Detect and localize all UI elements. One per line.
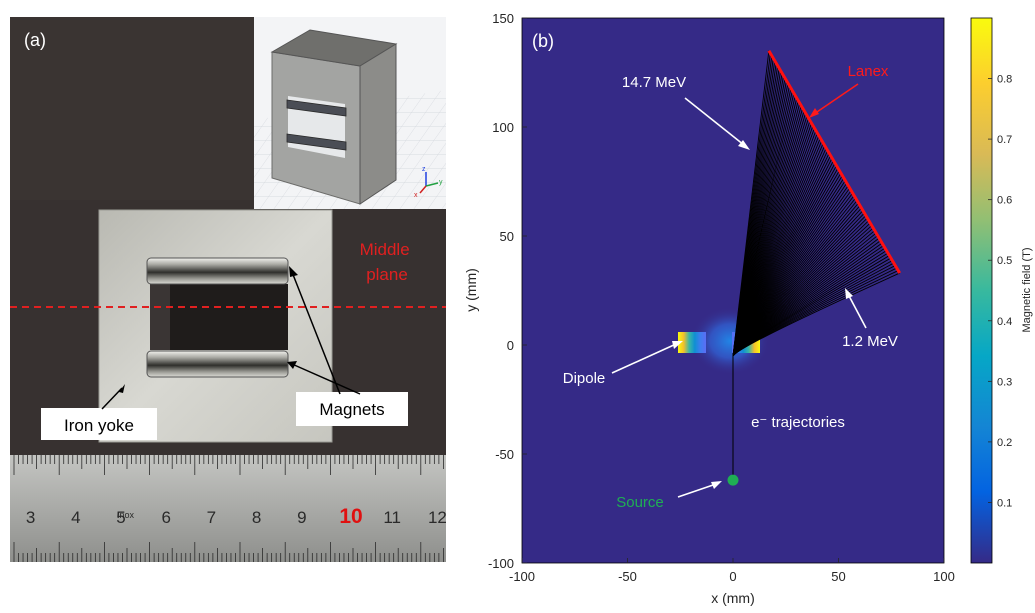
colorbar-tick-label: 0.1 <box>997 497 1012 509</box>
lanex-arrowhead <box>809 108 819 118</box>
lanex-line <box>767 49 901 274</box>
ruler-number: 10 <box>339 505 362 528</box>
ruler-brand: Inox <box>117 510 135 520</box>
colorbar-tick-label: 0.6 <box>997 195 1012 207</box>
trajectories-label: e⁻ trajectories <box>751 414 845 431</box>
source-arrow <box>677 483 717 498</box>
panel-b: 14.7 MeV Lanex 1.2 MeV Dipole e⁻ traject… <box>463 11 1033 606</box>
x-tick-label: -100 <box>509 569 535 584</box>
colorbar-tick-label: 0.3 <box>997 376 1012 388</box>
ruler-number: 11 <box>383 508 401 527</box>
y-axis-label: y (mm) <box>463 268 479 312</box>
ruler-number: 3 <box>26 508 35 527</box>
colorbar-label: Magnetic field (T) <box>1021 248 1033 333</box>
colorbar-tick-label: 0.4 <box>997 316 1012 328</box>
x-axis-label: x (mm) <box>711 590 755 606</box>
x-tick-label: 50 <box>831 569 845 584</box>
cad-axis-y: y <box>439 179 443 186</box>
ruler-body <box>10 455 446 562</box>
source-label: Source <box>616 494 664 511</box>
ruler-number: 12 <box>428 508 447 527</box>
colorbar-tick-label: 0.5 <box>997 255 1012 267</box>
iron-yoke-arrowhead <box>119 384 125 393</box>
middle-plane-label-line2: plane <box>366 265 408 284</box>
y-axis: -100 -50 0 50 100 150 <box>488 11 527 571</box>
energy-high-label: 14.7 MeV <box>622 74 686 91</box>
ruler-number: 5 <box>116 508 125 527</box>
magnets-arrowhead-2 <box>287 361 297 369</box>
y-tick-label: 150 <box>492 11 514 26</box>
ruler-number: 7 <box>207 508 216 527</box>
x-tick-label: 100 <box>933 569 955 584</box>
ruler-number: 8 <box>252 508 261 527</box>
dipole-left <box>678 332 706 353</box>
dipole-arrowhead <box>672 341 683 349</box>
trajectory-line <box>732 272 900 481</box>
yoke-window-shadow <box>150 284 170 350</box>
colorbar-tick-label: 0.7 <box>997 134 1012 146</box>
cad-inset: z y x <box>254 17 446 209</box>
lanex-label: Lanex <box>848 63 889 80</box>
energy-low-label: 1.2 MeV <box>842 333 898 350</box>
cad-axis-z: z <box>422 166 426 173</box>
energy-high-arrow <box>684 97 745 146</box>
colorbar-ticks: 0.1 0.2 0.3 0.4 0.5 0.6 0.7 0.8 <box>988 74 1012 509</box>
trajectories <box>732 50 900 481</box>
cad-axis-triad: z y x <box>414 166 443 199</box>
energy-low-arrowhead <box>845 288 853 299</box>
colorbar-scale <box>970 17 993 564</box>
y-tick-label: -50 <box>495 447 514 462</box>
colorbar: 0.1 0.2 0.3 0.4 0.5 0.6 0.7 0.8 Magnetic field … <box>970 17 1033 564</box>
magnets-label-box <box>296 392 408 426</box>
yoke-window <box>150 284 288 350</box>
ruler-ticks <box>13 455 444 562</box>
dipole-label: Dipole <box>563 370 606 387</box>
magnets-arrow-1 <box>291 271 341 395</box>
iron-yoke-label-box <box>41 408 157 440</box>
ruler-number: 4 <box>71 508 80 527</box>
middle-plane-label-line1: Middle <box>360 240 410 259</box>
cad-yoke-side <box>359 43 397 205</box>
ruler-number: 6 <box>161 508 170 527</box>
lanex-arrow <box>813 83 859 115</box>
iron-yoke-label: Iron yoke <box>64 416 134 435</box>
magnets-arrowhead-1 <box>289 266 298 277</box>
magnets-arrow-2 <box>291 363 361 395</box>
magnet-bottom <box>146 350 289 378</box>
x-tick-label: -50 <box>618 569 637 584</box>
dipole-arrow <box>611 343 677 374</box>
colorbar-tick-label: 0.2 <box>997 437 1012 449</box>
x-tick-label: 0 <box>729 569 736 584</box>
source-arrowhead <box>711 481 722 489</box>
energy-low-arrow <box>847 293 867 329</box>
colorbar-tick-label: 0.8 <box>997 74 1012 86</box>
panel-a: z y x Middle plane Magnets Iron yoke <box>10 17 447 562</box>
cad-magnet-top <box>286 99 347 117</box>
plot-content <box>678 49 901 486</box>
ruler: 3 4 5 6 7 8 9 10 11 12 Inox <box>10 455 447 562</box>
energy-high-arrowhead <box>738 140 750 150</box>
cad-axis-x: x <box>414 192 418 199</box>
y-tick-label: -100 <box>488 556 514 571</box>
cad-magnet-bottom <box>286 133 347 151</box>
iron-yoke-arrow <box>101 387 123 410</box>
panel-b-label: (b) <box>532 31 554 51</box>
middle-plane-label: Middle plane <box>360 240 415 284</box>
y-tick-label: 50 <box>500 229 514 244</box>
magnet-top <box>146 257 289 285</box>
x-axis: -100 -50 0 50 100 <box>509 558 955 584</box>
source-marker <box>727 474 739 486</box>
yoke-photo <box>98 209 333 443</box>
y-tick-label: 0 <box>507 338 514 353</box>
panel-a-label: (a) <box>24 30 46 50</box>
ruler-number: 9 <box>297 508 306 527</box>
y-tick-label: 100 <box>492 120 514 135</box>
ruler-numbers: 3 4 5 6 7 8 9 10 11 12 <box>26 505 447 528</box>
magnets-label: Magnets <box>319 400 384 419</box>
